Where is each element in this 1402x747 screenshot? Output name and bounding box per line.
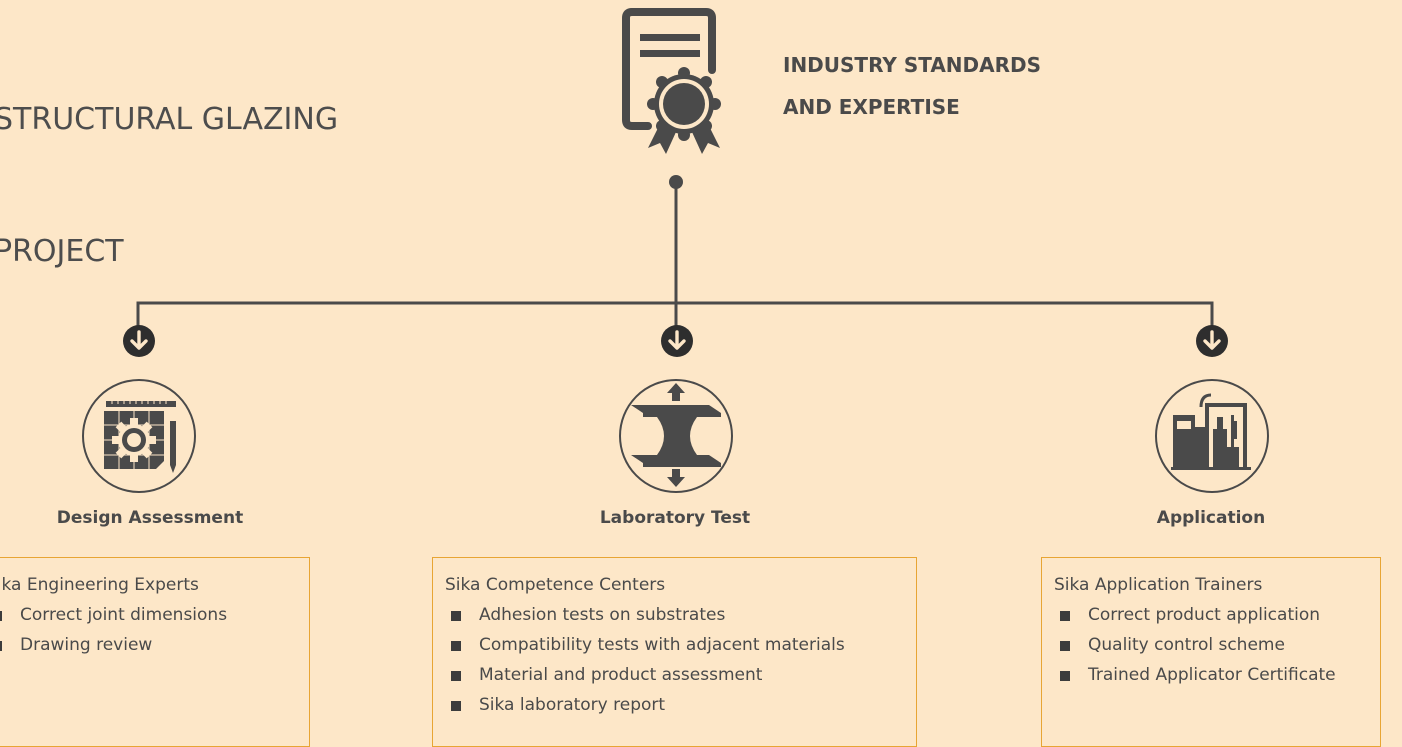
arrow-down-icon (1195, 324, 1229, 362)
header-title-line1: INDUSTRY STANDARDS (783, 53, 1042, 77)
page-title: STRUCTURAL GLAZING PROJECT (0, 10, 338, 318)
list-item-text: Material and product assessment (479, 665, 763, 685)
arrow-down-icon (660, 324, 694, 362)
list-item: Sika laboratory report (445, 690, 916, 720)
square-bullet-icon (451, 671, 461, 681)
info-box-application: Sika Application Trainers Correct produc… (1041, 557, 1381, 747)
square-bullet-icon (1060, 611, 1070, 621)
list-item: Drawing review (0, 630, 309, 660)
arrow-down-icon (122, 324, 156, 362)
list-item-text: Quality control scheme (1088, 635, 1285, 655)
page-title-line1: STRUCTURAL GLAZING (0, 102, 339, 137)
list-item-text: Correct joint dimensions (20, 605, 228, 625)
box-heading: Sika Engineering Experts (0, 575, 199, 595)
list-item: Quality control scheme (1054, 630, 1380, 660)
list-item: Trained Applicator Certificate (1054, 660, 1380, 690)
square-bullet-icon (1060, 641, 1070, 651)
blueprint-gear-icon (80, 377, 198, 499)
list-item: Compatibility tests with adjacent materi… (445, 630, 916, 660)
square-bullet-icon (451, 641, 461, 651)
branch-label-laboratory-test: Laboratory Test (599, 508, 751, 528)
branch-label-design-assessment: Design Assessment (56, 508, 244, 528)
list-item-text: Correct product application (1088, 605, 1321, 625)
application-equipment-icon (1153, 377, 1271, 499)
info-box-design-assessment: Sika Engineering Experts Correct joint d… (0, 557, 310, 747)
tensile-test-icon (617, 377, 735, 499)
list-item-text: Adhesion tests on substrates (479, 605, 726, 625)
header-title-line2: AND EXPERTISE (783, 95, 960, 119)
box-heading: Sika Competence Centers (445, 575, 666, 595)
info-box-laboratory-test: Sika Competence Centers Adhesion tests o… (432, 557, 917, 747)
list-item-text: Trained Applicator Certificate (1088, 665, 1336, 685)
box-heading: Sika Application Trainers (1054, 575, 1263, 595)
list-item-text: Compatibility tests with adjacent materi… (479, 635, 845, 655)
square-bullet-icon (451, 611, 461, 621)
square-bullet-icon (0, 611, 2, 621)
list-item-text: Sika laboratory report (479, 695, 666, 715)
page-title-line2: PROJECT (0, 234, 124, 269)
certificate-icon (618, 8, 738, 162)
list-item: Correct product application (1054, 600, 1380, 630)
list-item-text: Drawing review (20, 635, 153, 655)
header-title: INDUSTRY STANDARDS AND EXPERTISE (783, 44, 1041, 128)
list-item: Correct joint dimensions (0, 600, 309, 630)
square-bullet-icon (451, 701, 461, 711)
square-bullet-icon (0, 641, 2, 651)
list-item: Adhesion tests on substrates (445, 600, 916, 630)
list-item: Material and product assessment (445, 660, 916, 690)
branch-label-application: Application (1156, 508, 1266, 528)
square-bullet-icon (1060, 671, 1070, 681)
